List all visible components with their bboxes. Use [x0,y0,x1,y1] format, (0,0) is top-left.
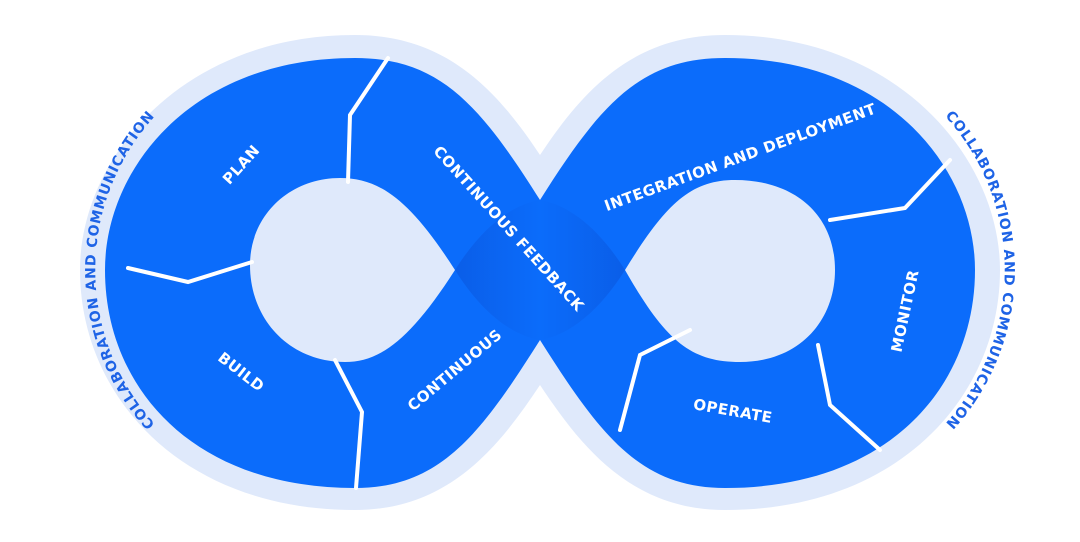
crossing-shade [455,200,625,340]
divider-plan-build [126,260,254,285]
divider-integration-monitor [828,158,952,222]
divider-plan-feedback [346,56,390,184]
divider-build-continuous [333,358,365,490]
segment-dividers [126,56,952,490]
divider-operate-feedback [618,328,692,432]
divider-monitor-operate [816,343,882,452]
